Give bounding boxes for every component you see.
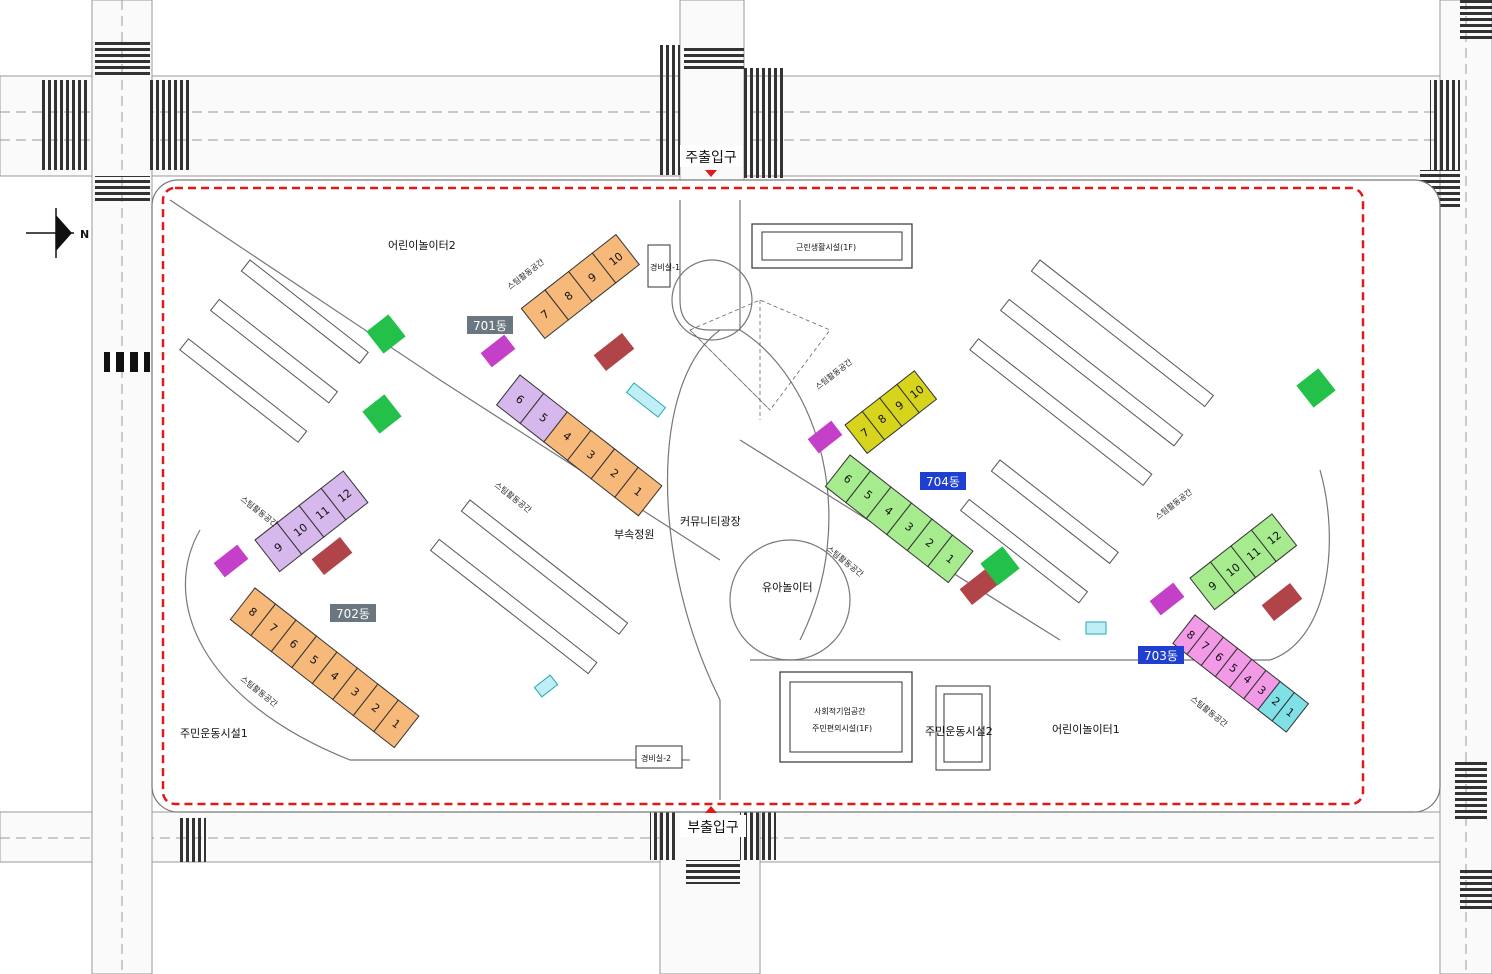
social-enterprise-label: 사회적기업공간 xyxy=(814,706,866,716)
playground2-label: 어린이놀이터2 xyxy=(388,239,456,252)
fitness2-label: 주민운동시설2 xyxy=(925,725,993,738)
resident-convenience-label: 주민편의시설(1F) xyxy=(812,723,872,733)
plaza-lines xyxy=(689,299,831,420)
site-boundary xyxy=(161,186,1365,806)
parking-areas xyxy=(179,259,1215,675)
site-markers xyxy=(213,314,1336,698)
crosswalks xyxy=(40,0,1492,910)
building-704-label: 704동 xyxy=(926,475,960,489)
unit-701-7[interactable] xyxy=(520,289,570,340)
building-702[interactable]: 9 10 11 12 8 7 6 5 4 3 2 1 702동 xyxy=(229,470,420,749)
toddler-playground-label: 유아놀이터 xyxy=(762,581,813,594)
unit-701-1[interactable] xyxy=(614,466,663,517)
building-702-tag xyxy=(330,604,376,622)
unit-703-1[interactable] xyxy=(1271,691,1310,733)
fitness1-label: 주민운동시설1 xyxy=(180,727,248,740)
main-entrance-arrow-icon xyxy=(705,170,717,177)
building-703-tag xyxy=(1138,646,1184,664)
building-703-label: 703동 xyxy=(1144,649,1178,663)
unit-702-1[interactable] xyxy=(373,699,420,749)
neighborhood-facility-label: 근린생활시설(1F) xyxy=(796,242,856,252)
building-702-label: 702동 xyxy=(336,607,370,621)
north-compass-icon: N xyxy=(26,208,89,258)
guard2-label: 경비실-2 xyxy=(641,753,671,763)
unit-704-1[interactable] xyxy=(927,534,974,584)
sub-entrance-label: 부출입구 xyxy=(687,820,739,836)
building-701-tag xyxy=(467,316,513,334)
building-703[interactable]: 9 10 11 12 8 7 6 5 4 3 2 1 703동 xyxy=(1138,513,1310,733)
building-701-label: 701동 xyxy=(473,319,507,333)
building-704[interactable]: 7 8 9 10 6 5 4 3 2 1 704동 xyxy=(824,370,974,584)
north-label: N xyxy=(80,228,89,241)
building-704-tag xyxy=(920,472,966,490)
annex-garden-label: 부속정원 xyxy=(614,528,654,541)
guard1-label: 경비실-1 xyxy=(650,262,680,272)
unit-704-10[interactable] xyxy=(896,370,938,414)
unit-702-12[interactable] xyxy=(320,470,369,521)
playground1-label: 어린이놀이터1 xyxy=(1052,723,1120,736)
sub-entrance-arrow-icon xyxy=(705,806,717,813)
community-plaza-label: 커뮤니티광장 xyxy=(680,515,741,528)
main-entrance-label: 주출입구 xyxy=(685,150,737,166)
unit-703-12[interactable] xyxy=(1250,513,1298,563)
building-701[interactable]: 10 9 8 7 6 5 4 3 2 1 701동 xyxy=(467,233,663,517)
sub-entrance[interactable]: 부출입구 xyxy=(680,806,746,837)
main-entrance[interactable]: 주출입구 xyxy=(680,145,742,177)
